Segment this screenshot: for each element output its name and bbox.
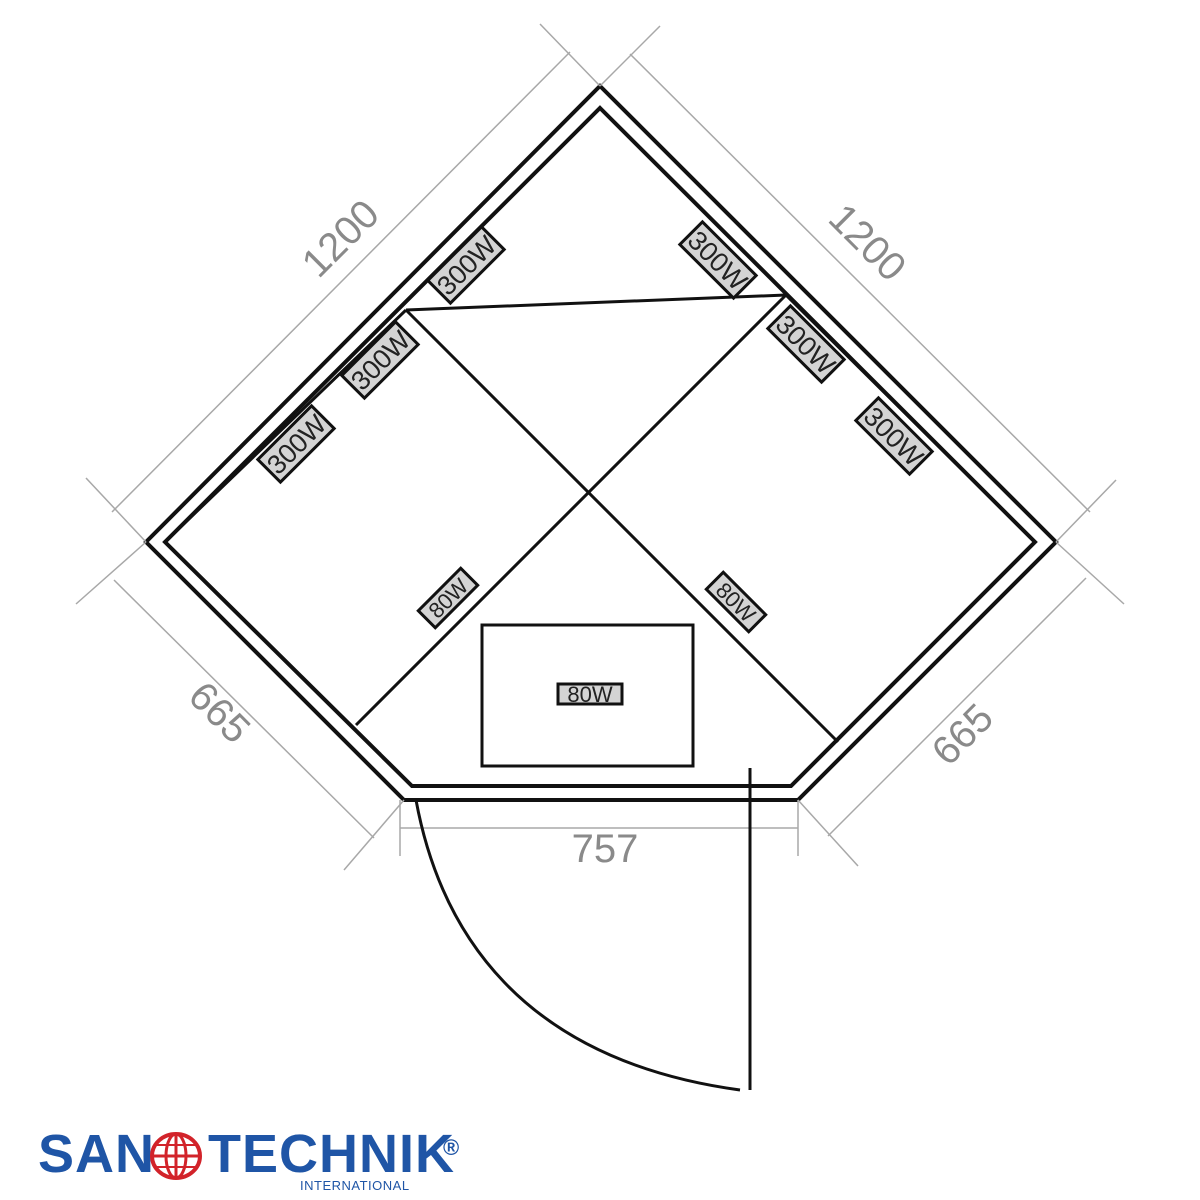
outer-wall: [143, 83, 1059, 802]
heater-80w: 80W: [704, 570, 768, 634]
heater-label: 80W: [567, 682, 612, 707]
bench-line-right: [784, 293, 1037, 544]
dim-left-long: 1200: [294, 192, 388, 286]
door: [414, 768, 752, 1092]
heater-80w: 80W: [556, 682, 624, 707]
dim-right-long: 1200: [820, 196, 914, 290]
dimension-lines: [75, 23, 1125, 871]
brand-logo: SAN TECHNIK ® INTERNATIONAL: [38, 1124, 459, 1194]
bench-divider-left: [404, 308, 840, 744]
dim-left-short: 665: [180, 674, 258, 752]
logo-subtitle: INTERNATIONAL: [300, 1178, 410, 1193]
bench-line-left: [163, 308, 408, 544]
dim-right-short: 665: [924, 696, 1002, 774]
registered-mark: ®: [443, 1135, 461, 1160]
heater-300w: 300W: [425, 224, 507, 306]
center-floor-panel: [480, 623, 695, 768]
bench-divider-right: [354, 293, 788, 727]
logo-word-right: TECHNIK: [208, 1124, 455, 1184]
heater-80w: 80W: [416, 566, 480, 630]
globe-icon: [150, 1132, 202, 1180]
logo-word-left: SAN: [38, 1124, 156, 1184]
bench-line-top: [405, 293, 787, 312]
dim-front: 757: [572, 827, 639, 871]
